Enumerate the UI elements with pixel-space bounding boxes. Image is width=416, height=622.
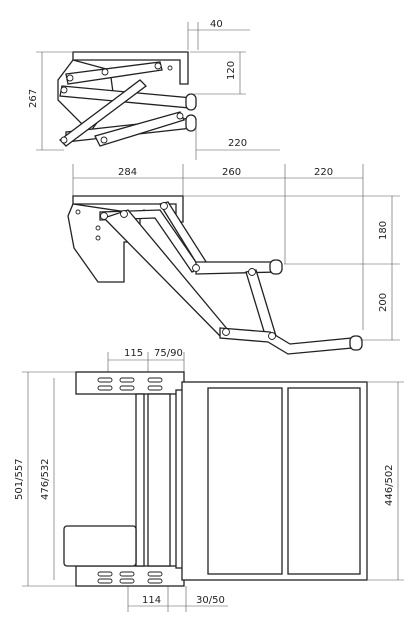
extended-arm (245, 269, 277, 339)
folded-pivot (154, 62, 162, 70)
top-slot-hole (97, 578, 113, 584)
folded-pivot (101, 68, 109, 76)
dim-label-extended-upper: 180 (378, 221, 389, 240)
extended-pivot (160, 202, 168, 210)
dim-label-top-right: 446/502 (384, 464, 395, 506)
dim-label-extended-first: 284 (118, 167, 137, 178)
top-slot-hole (97, 385, 113, 391)
extended-tube-end (349, 335, 363, 351)
top-slot-hole (119, 571, 135, 577)
top-slot-hole (119, 385, 135, 391)
dim-label-top-b: 75/90 (154, 348, 183, 359)
dim-label-bottom-a: 114 (142, 595, 161, 606)
top-slot-hole (119, 578, 135, 584)
top-step-tread-outer (287, 387, 361, 575)
dim-label-extended-third: 220 (314, 167, 333, 178)
top-rail (147, 393, 171, 567)
top-step-tread-inner (207, 387, 283, 575)
folded-tube-end (185, 114, 197, 132)
dim-label-folded-depth: 220 (228, 138, 247, 149)
extended-tube-end (269, 259, 283, 275)
top-slot-hole (97, 377, 113, 383)
extended-view: 284 260 220 180 200 (67, 164, 400, 355)
folded-pivot (66, 74, 74, 82)
folded-pivot (176, 112, 184, 120)
dim-label-folded-side: 120 (226, 61, 237, 80)
top-slot-hole (97, 571, 113, 577)
folded-arm (59, 79, 147, 147)
folded-arm (65, 61, 163, 85)
top-slot-hole (147, 385, 163, 391)
folded-arm (94, 111, 185, 147)
extended-pivot (192, 264, 200, 272)
dim-label-bottom-b: 30/50 (196, 595, 225, 606)
top-slot-hole (147, 377, 163, 383)
folded-pivot (60, 86, 68, 94)
top-slot-hole (147, 571, 163, 577)
dim-label-folded-height: 267 (28, 89, 39, 108)
top-rail (135, 393, 145, 567)
dim-label-top-left-outer: 501/557 (14, 458, 25, 500)
top-slot-hole (119, 377, 135, 383)
extended-tube (195, 261, 279, 275)
folded-bolt-hole (167, 65, 173, 71)
extended-pivot (268, 332, 276, 340)
extended-pivot (100, 212, 108, 220)
dim-label-top-a: 115 (124, 348, 143, 359)
extended-bolt-hole (95, 235, 101, 241)
folded-pivot (60, 136, 68, 144)
dim-label-extended-second: 260 (222, 167, 241, 178)
top-view: 115 75/90 501/557 476/532 (14, 348, 404, 612)
extended-pivot (120, 210, 128, 218)
dim-label-extended-lower: 200 (378, 293, 389, 312)
extended-pivot (248, 268, 256, 276)
top-slot-hole (147, 578, 163, 584)
extended-bolt-hole (75, 209, 81, 215)
folded-pivot (100, 136, 108, 144)
folded-tube-end (185, 93, 197, 111)
extended-lower-arm (219, 327, 353, 355)
extended-bolt-hole (95, 225, 101, 231)
top-mounting-plate-upper (75, 371, 185, 395)
dim-label-top-left-inner: 476/532 (40, 458, 51, 500)
top-motor-box (63, 525, 137, 567)
dim-label-folded-top: 40 (210, 19, 223, 30)
folded-view: 40 120 267 220 (28, 19, 280, 160)
extended-pivot (222, 328, 230, 336)
